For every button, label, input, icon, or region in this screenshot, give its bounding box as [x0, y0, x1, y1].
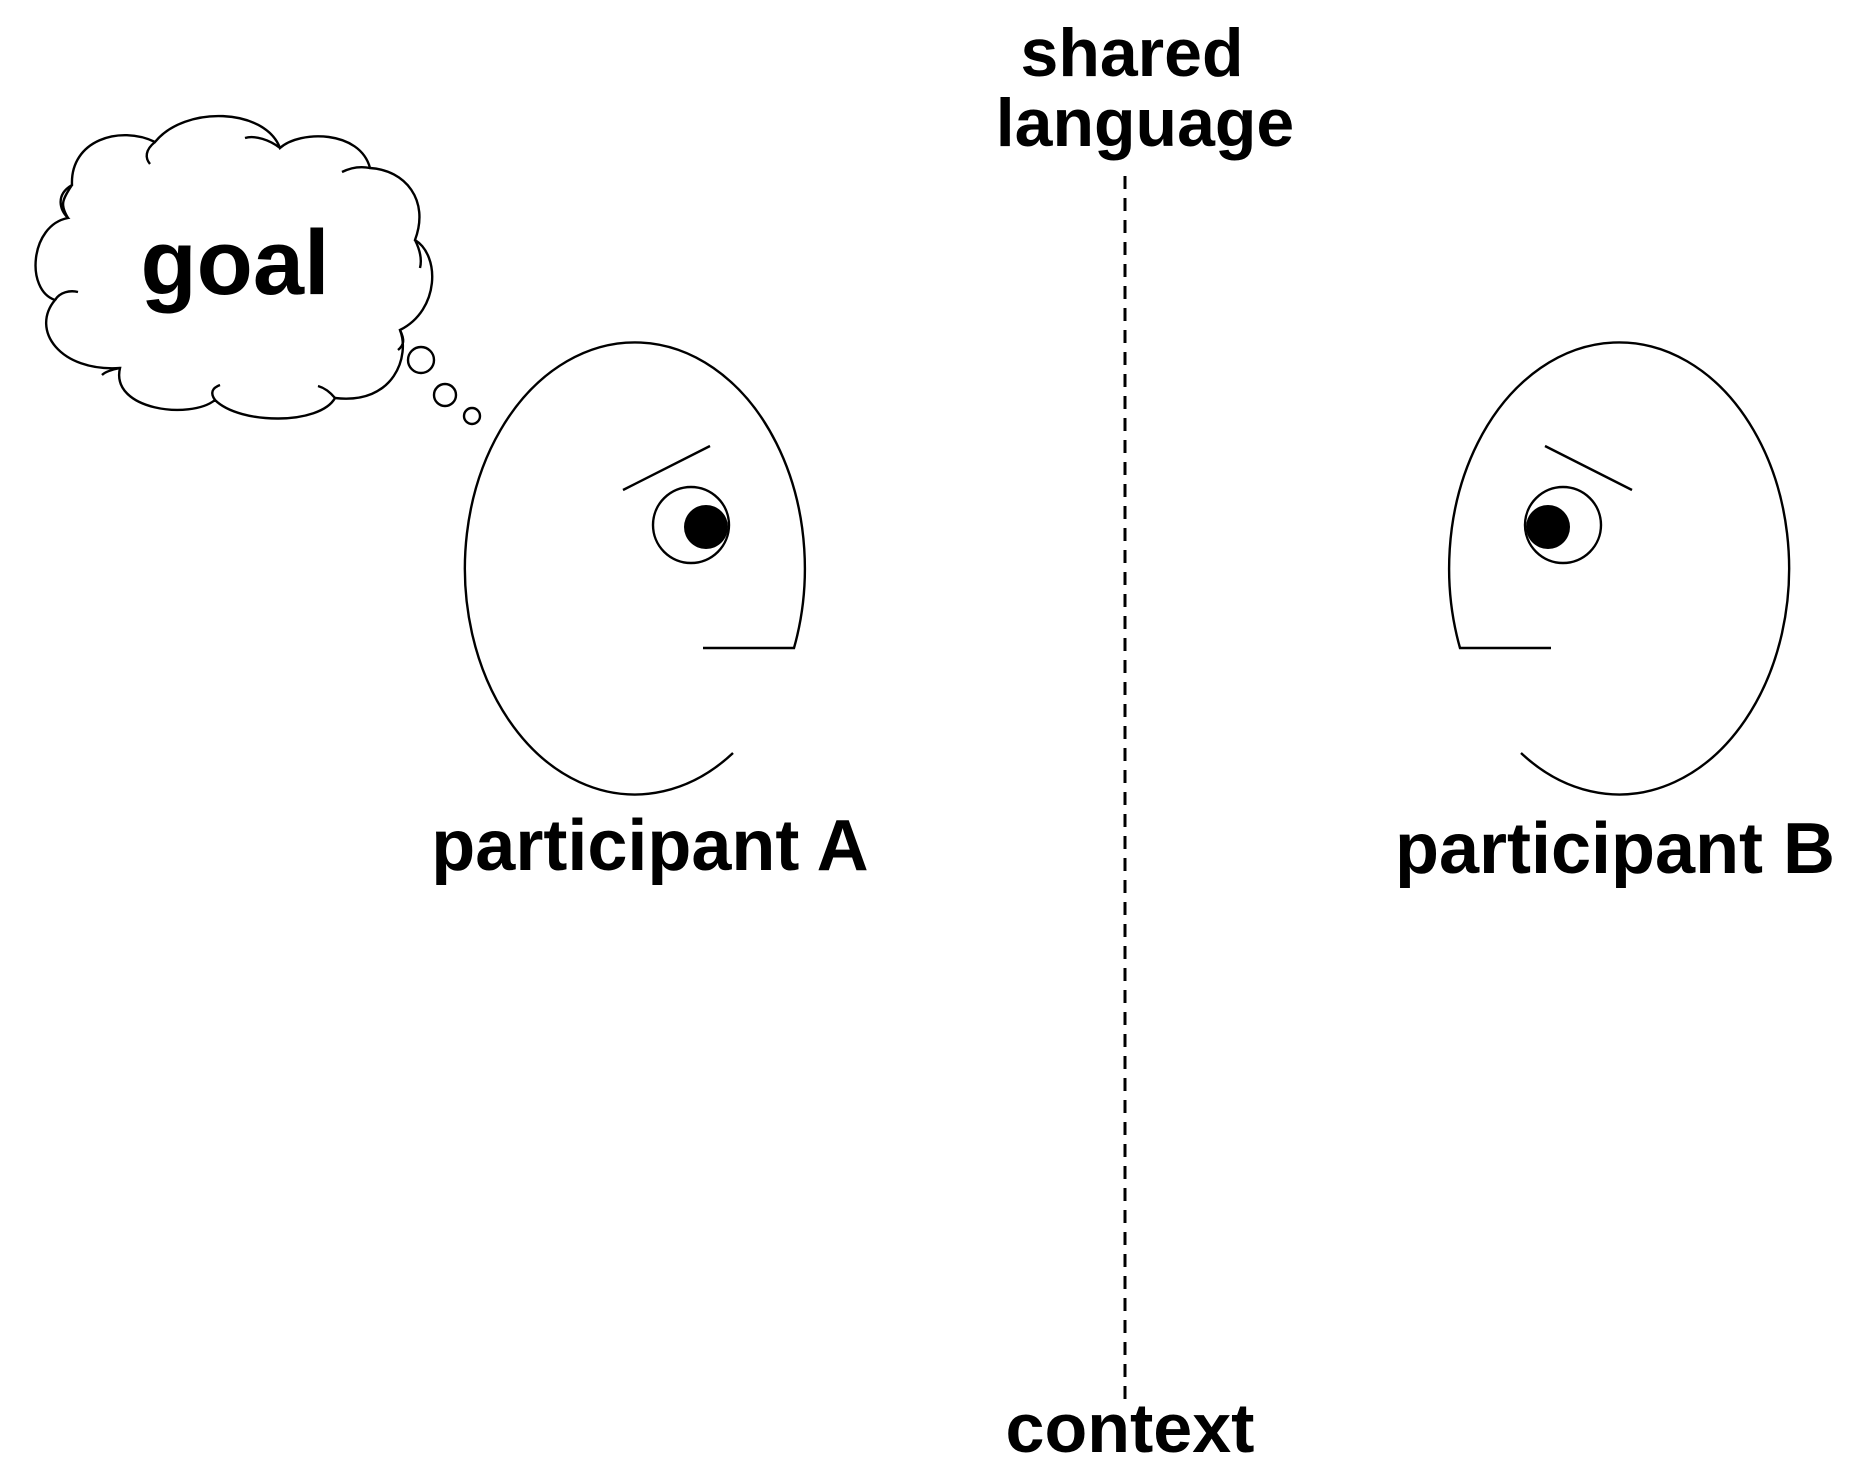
thought-cloud-icon: goal — [34, 114, 482, 426]
participant-a-pupil — [684, 505, 728, 549]
thought-bubble-dot-large — [406, 345, 436, 375]
thought-cloud-crease — [317, 384, 336, 399]
shared-language-line-2: language — [996, 85, 1295, 161]
participant-b-brow — [1544, 444, 1633, 492]
thought-cloud-crease — [341, 166, 371, 174]
thought-bubble-dot-medium — [432, 382, 458, 408]
participant-a-label: participant A — [431, 806, 868, 886]
thought-cloud-crease — [145, 141, 156, 165]
face-looking-left-icon — [1447, 341, 1791, 796]
goal-label: goal — [140, 212, 329, 314]
thought-cloud-crease — [211, 383, 221, 401]
thought-cloud-crease — [53, 290, 79, 301]
participant-b-label: participant B — [1395, 809, 1835, 889]
participant-a-brow — [622, 444, 711, 492]
participant-b-pupil — [1526, 505, 1570, 549]
context-label: context — [1006, 1389, 1255, 1464]
face-looking-right-icon — [463, 341, 807, 796]
thought-cloud-crease — [397, 329, 405, 351]
shared-language-heading: shared language — [996, 15, 1295, 161]
shared-language-line-1: shared — [1021, 15, 1244, 91]
thought-cloud-crease — [413, 239, 422, 269]
thought-cloud-crease — [61, 184, 73, 219]
participant-b-head-outline — [1447, 341, 1791, 796]
thought-cloud-shape — [34, 114, 434, 420]
participant-a-head-outline — [463, 341, 807, 796]
thought-bubble-dot-small — [462, 406, 482, 426]
thought-cloud-crease — [101, 366, 121, 376]
thought-cloud-crease — [244, 135, 281, 149]
